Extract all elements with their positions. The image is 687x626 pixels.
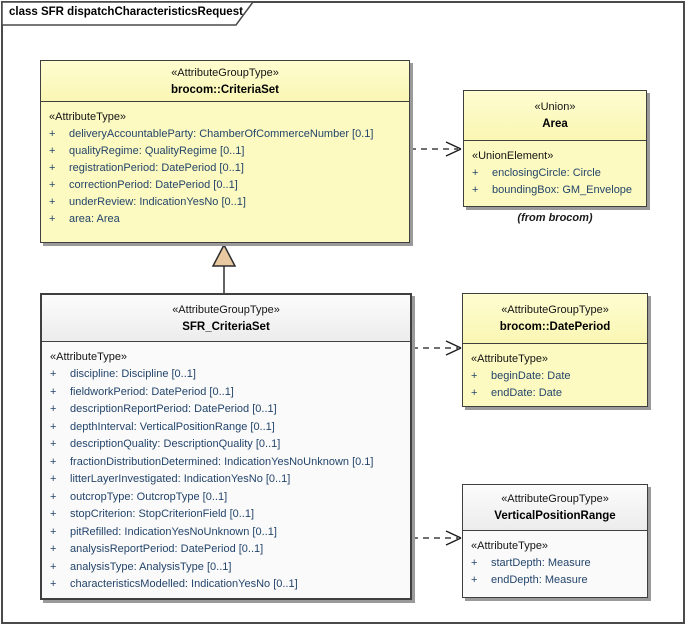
attribute-row: +qualityRegime: QualityRegime [0..1] (49, 145, 245, 157)
attribute-row: +enclosingCircle: Circle (472, 167, 601, 179)
class-box-brocom-criteriaset[interactable]: «AttributeGroupType» brocom::CriteriaSet… (40, 60, 410, 243)
compartment-stereotype: «AttributeType» (49, 111, 127, 123)
attributes-compartment: «AttributeType» +deliveryAccountablePart… (41, 102, 409, 228)
attribute-row: +depthInterval: VerticalPositionRange [0… (50, 420, 275, 433)
dependency-arrow-dateperiod[interactable] (412, 340, 462, 356)
class-name: VerticalPositionRange (494, 510, 616, 522)
class-box-verticalpositionrange[interactable]: «AttributeGroupType» VerticalPositionRan… (462, 484, 648, 598)
class-name: SFR_CriteriaSet (182, 321, 270, 333)
attribute-row: +startDepth: Measure (471, 557, 591, 569)
class-name: Area (542, 118, 568, 130)
class-header: «AttributeGroupType» SFR_CriteriaSet (42, 295, 410, 342)
class-box-sfr-criteriaset[interactable]: «AttributeGroupType» SFR_CriteriaSet «At… (40, 293, 412, 600)
stereotype-label: «Union» (534, 101, 576, 113)
attribute-row: +registrationPeriod: DatePeriod [0..1] (49, 162, 244, 174)
attribute-row: +area: Area (49, 213, 120, 225)
class-header: «AttributeGroupType» brocom::CriteriaSet (41, 61, 409, 102)
attribute-row: +underReview: IndicationYesNo [0..1] (49, 196, 246, 208)
class-box-area[interactable]: «Union» Area «UnionElement» +enclosingCi… (463, 90, 647, 207)
compartment-stereotype: «AttributeType» (471, 353, 549, 365)
dependency-arrow-area[interactable] (410, 141, 462, 157)
class-name: brocom::CriteriaSet (171, 84, 279, 96)
stereotype-label: «AttributeGroupType» (501, 493, 609, 505)
attributes-compartment: «AttributeType» +startDepth: Measure +en… (463, 531, 647, 589)
attributes-compartment: «AttributeType» +discipline: Discipline … (42, 342, 410, 594)
attribute-row: +boundingBox: GM_Envelope (472, 184, 633, 196)
attributes-compartment: «UnionElement» +enclosingCircle: Circle … (464, 141, 646, 199)
class-name: brocom::DatePeriod (499, 321, 611, 333)
class-box-brocom-dateperiod[interactable]: «AttributeGroupType» brocom::DatePeriod … (462, 293, 648, 407)
area-origin-note: (from brocom) (517, 212, 593, 224)
diagram-title: class SFR dispatchCharacteristicsRequest (9, 6, 243, 18)
compartment-stereotype: «AttributeType» (50, 351, 128, 363)
attribute-row: +correctionPeriod: DatePeriod [0..1] (49, 179, 238, 191)
attribute-row: +descriptionQuality: DescriptionQuality … (50, 438, 281, 450)
attribute-row: +beginDate: Date (471, 370, 571, 382)
compartment-stereotype: «AttributeType» (471, 540, 549, 552)
stereotype-label: «AttributeGroupType» (172, 304, 280, 316)
stereotype-label: «AttributeGroupType» (171, 67, 279, 79)
attribute-row: +discipline: Discipline [0..1] (50, 368, 196, 380)
attribute-row: +outcropType: OutcropType [0..1] (50, 490, 228, 503)
compartment-stereotype: «UnionElement» (472, 150, 554, 162)
attribute-row: +fieldworkPeriod: DatePeriod [0..1] (50, 385, 234, 398)
attribute-row: +litterLayerInvestigated: IndicationYesN… (50, 473, 291, 485)
attribute-row: +fractionDistributionDetermined: Indicat… (50, 455, 374, 468)
attribute-row: +characteristicsModelled: IndicationYesN… (50, 578, 298, 590)
attribute-row: +endDate: Date (471, 387, 562, 399)
frame-tab-shape (1, 1, 255, 26)
generalization-arrow[interactable] (211, 243, 237, 293)
class-header: «AttributeGroupType» VerticalPositionRan… (463, 485, 647, 531)
class-header: «Union» Area (464, 91, 646, 141)
class-header: «AttributeGroupType» brocom::DatePeriod (463, 294, 647, 344)
attribute-row: +analysisReportPeriod: DatePeriod [0..1] (50, 543, 264, 555)
attribute-row: +pitRefilled: IndicationYesNoUnknown [0.… (50, 525, 277, 538)
attribute-row: +descriptionReportPeriod: DatePeriod [0.… (50, 403, 277, 415)
attribute-row: +analysisType: AnalysisType [0..1] (50, 560, 232, 573)
attribute-row: +deliveryAccountableParty: ChamberOfComm… (49, 128, 374, 140)
stereotype-label: «AttributeGroupType» (501, 304, 609, 316)
attributes-compartment: «AttributeType» +beginDate: Date +endDat… (463, 344, 647, 402)
attribute-row: +endDepth: Measure (471, 574, 588, 586)
attribute-row: +stopCriterion: StopCriterionField [0..1… (50, 508, 255, 520)
dependency-arrow-verticalpositionrange[interactable] (412, 530, 462, 546)
